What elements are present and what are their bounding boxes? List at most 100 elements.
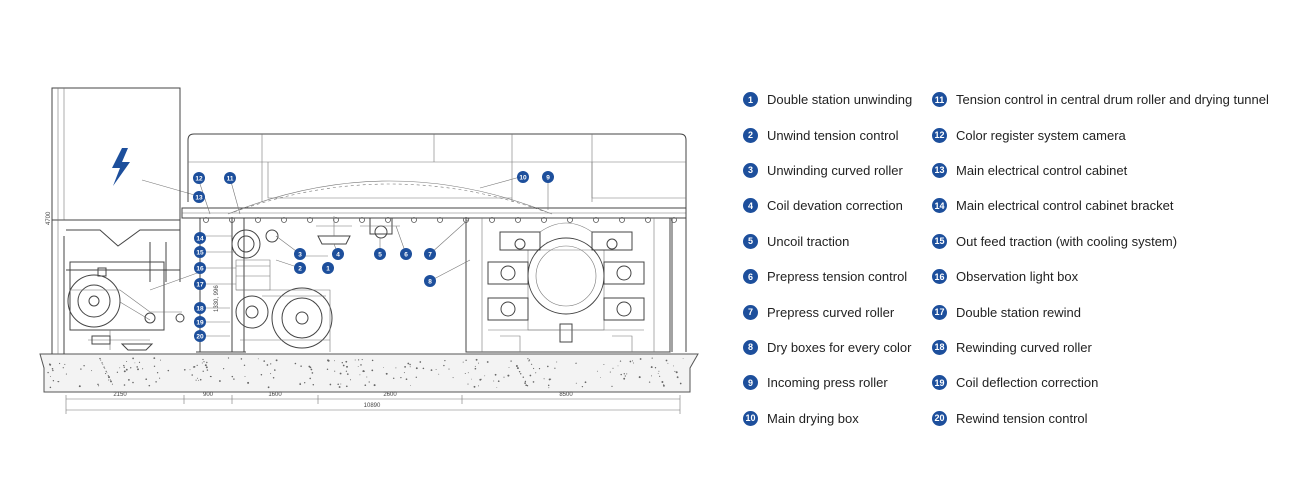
ground-speckle: [623, 373, 625, 375]
ground-speckle: [153, 357, 156, 359]
ground-speckle: [508, 367, 510, 369]
ground-speckle: [535, 372, 537, 374]
ground-speckle: [519, 373, 522, 375]
number-badge: 15: [932, 233, 947, 249]
ground-speckle: [206, 369, 209, 371]
ground-speckle: [247, 381, 250, 384]
ground-speckle: [274, 369, 276, 371]
ground-speckle: [104, 373, 107, 375]
ground-speckle: [193, 366, 196, 368]
ground-speckle: [661, 381, 664, 383]
ground-speckle: [371, 369, 374, 372]
ground-speckle: [360, 364, 362, 366]
ground-speckle: [438, 373, 440, 375]
ground-speckle: [329, 383, 332, 386]
ground-speckle: [341, 362, 343, 364]
ground-speckle: [47, 371, 49, 374]
callout-9: 9: [542, 171, 554, 183]
ground-speckle: [223, 368, 225, 370]
ground-speckle: [494, 373, 497, 376]
number-badge: 18: [932, 339, 947, 355]
ground-speckle: [554, 367, 556, 369]
ground-speckle: [102, 363, 104, 365]
ground-speckle: [657, 372, 659, 374]
ground-speckle: [240, 358, 243, 360]
ground-speckle: [510, 360, 512, 362]
ground-speckle: [123, 364, 125, 367]
ground-speckle: [119, 367, 121, 369]
ground-speckle: [611, 385, 613, 388]
ground-speckle: [665, 359, 668, 362]
ground-speckle: [617, 365, 619, 367]
ground-speckle: [65, 373, 67, 375]
legend-label: Double station rewind: [956, 304, 1082, 320]
ground-speckle: [477, 385, 480, 387]
number-badge: 1: [743, 92, 758, 108]
ground-speckle: [123, 366, 125, 368]
ground-speckle: [257, 358, 259, 360]
ground-speckle: [444, 359, 446, 362]
ground-speckle: [620, 373, 622, 376]
ground-speckle: [651, 357, 653, 359]
callout-16: 16: [194, 262, 206, 274]
ground-speckle: [530, 363, 533, 365]
ground-speckle: [209, 375, 212, 378]
ground-speckle: [484, 375, 486, 377]
ground-speckle: [623, 377, 626, 380]
ground-speckle: [299, 383, 302, 386]
ground-speckle: [145, 378, 148, 381]
ground-speckle: [243, 364, 246, 367]
callout-10: 10: [517, 171, 529, 183]
ground-speckle: [333, 360, 335, 362]
callout-1: 1: [322, 262, 334, 274]
callout-2: 2: [294, 262, 306, 274]
ground-speckle: [603, 364, 605, 365]
ground-speckle: [654, 367, 657, 369]
ground-speckle: [338, 386, 341, 388]
ground-speckle: [201, 362, 203, 364]
dimension-lines: [57, 88, 681, 414]
ground-speckle: [385, 372, 388, 375]
ground-speckle: [477, 362, 480, 364]
ground-speckle: [667, 362, 669, 364]
legend-label: Coil devation correction: [767, 198, 903, 214]
ground-speckle: [78, 385, 81, 388]
svg-text:17: 17: [196, 282, 204, 289]
ground-speckle: [371, 359, 374, 362]
callout-4: 4: [332, 248, 344, 260]
svg-text:13: 13: [195, 195, 203, 202]
ground-speckle: [659, 375, 661, 377]
guide-roller: [281, 217, 287, 223]
ground-speckle: [337, 383, 339, 385]
ground-speckle: [409, 363, 411, 366]
dimension-total: 10890: [364, 403, 381, 409]
ground-speckle: [97, 383, 99, 386]
guide-roller: [203, 217, 209, 223]
ground-speckle: [110, 380, 112, 383]
legend-label: Dry boxes for every color: [767, 339, 912, 355]
legend-label: Rewinding curved roller: [956, 339, 1092, 355]
ground-speckle: [267, 386, 270, 389]
ground-speckle: [191, 374, 193, 376]
number-badge: 6: [743, 269, 758, 285]
ground-speckle: [548, 387, 550, 389]
ground-speckle: [153, 365, 156, 367]
ground-speckle: [192, 366, 195, 368]
number-badge: 2: [743, 127, 758, 143]
legend-label: Out feed traction (with cooling system): [956, 233, 1178, 249]
ground-speckle: [300, 365, 302, 367]
ground-speckle: [675, 371, 678, 374]
legend-label: Main electrical control cabinet bracket: [956, 198, 1174, 214]
ground-speckle: [474, 365, 476, 367]
ground-speckle: [475, 358, 478, 361]
legend-label: Prepress curved roller: [767, 304, 895, 320]
ground-speckle: [626, 373, 628, 375]
main-drying-box: [227, 180, 553, 215]
